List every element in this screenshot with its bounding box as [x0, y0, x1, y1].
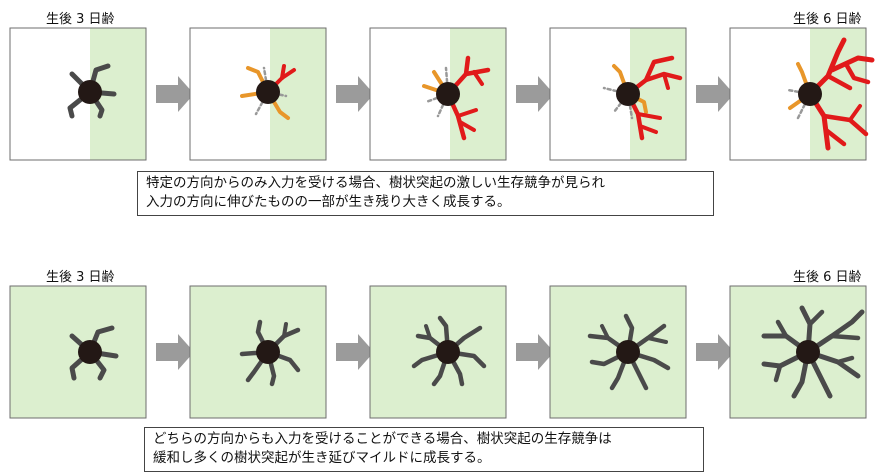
top-progress-arrow-1 — [156, 76, 194, 112]
retracting-dendrite — [444, 66, 450, 96]
bottom-caption-line-1: どちらの方向からも入力を受けることができる場合、樹状突起の生存競争は — [153, 431, 612, 447]
dendrite — [835, 355, 855, 365]
soma-bottom-1 — [78, 340, 102, 364]
winning-dendrite — [843, 61, 871, 85]
bottom-start-age-label: 生後 3 日齢 — [46, 270, 115, 285]
soma-bottom-2 — [256, 340, 280, 364]
winning-dendrite — [463, 67, 491, 77]
dendrite — [773, 363, 783, 383]
winning-dendrite — [829, 55, 875, 73]
winning-dendrite — [807, 37, 847, 97]
soma-top-5 — [798, 82, 822, 106]
soma-top-3 — [436, 82, 460, 106]
winning-dendrite — [823, 127, 847, 147]
bottom-progress-arrow-4 — [696, 334, 734, 370]
dendrite — [805, 309, 865, 355]
soma-bottom-5 — [796, 340, 820, 364]
winning-dendrite — [848, 104, 862, 122]
bottom-progress-arrow-3 — [516, 334, 554, 370]
winning-dendrite — [456, 108, 478, 118]
dendrite — [829, 333, 861, 341]
dendrite — [807, 309, 825, 327]
top-progress-arrow-3 — [516, 76, 554, 112]
bottom-caption-line-2: 緩和し多くの樹状突起が生き延びマイルドに成長する。 — [153, 450, 491, 466]
bottom-end-age-label: 生後 6 日齢 — [793, 270, 862, 285]
soma-top-4 — [616, 82, 640, 106]
retracting-dendrite — [796, 92, 812, 120]
soma-top-2 — [256, 80, 280, 104]
bottom-caption: どちらの方向からも入力を受けることができる場合、樹状突起の生存競争は 緩和し多く… — [144, 427, 704, 472]
soma-top-1 — [78, 80, 102, 104]
winning-dendrite — [662, 72, 670, 90]
soma-bottom-3 — [436, 340, 460, 364]
top-caption-line-2: 入力の方向に伸びたものの一部が生き残り大きく成長する。 — [146, 194, 511, 210]
top-end-age-label: 生後 6 日齢 — [793, 12, 862, 27]
winning-dendrite — [638, 124, 658, 134]
dendrite — [424, 324, 432, 340]
winning-dendrite — [458, 120, 476, 132]
winning-dendrite — [636, 112, 662, 120]
top-caption-line-1: 特定の方向からのみ入力を受ける場合、樹状突起の激しい生存競争が見られ — [146, 175, 605, 191]
winning-dendrite — [825, 73, 853, 91]
bottom-progress-arrow-1 — [156, 334, 194, 370]
top-progress-arrow-2 — [336, 76, 374, 112]
winning-dendrite — [643, 55, 675, 83]
dendrite — [646, 336, 668, 344]
soma-bottom-4 — [616, 340, 640, 364]
winning-dendrite — [280, 64, 286, 80]
bottom-progress-arrow-2 — [336, 334, 374, 370]
dendrite — [775, 319, 789, 339]
winning-dendrite — [472, 70, 484, 86]
top-caption: 特定の方向からのみ入力を受ける場合、樹状突起の激しい生存競争が見られ 入力の方向… — [137, 171, 714, 216]
top-progress-arrow-4 — [696, 76, 734, 112]
dendrite — [282, 322, 288, 338]
top-start-age-label: 生後 3 日齢 — [46, 12, 115, 27]
dendrite — [600, 324, 610, 340]
